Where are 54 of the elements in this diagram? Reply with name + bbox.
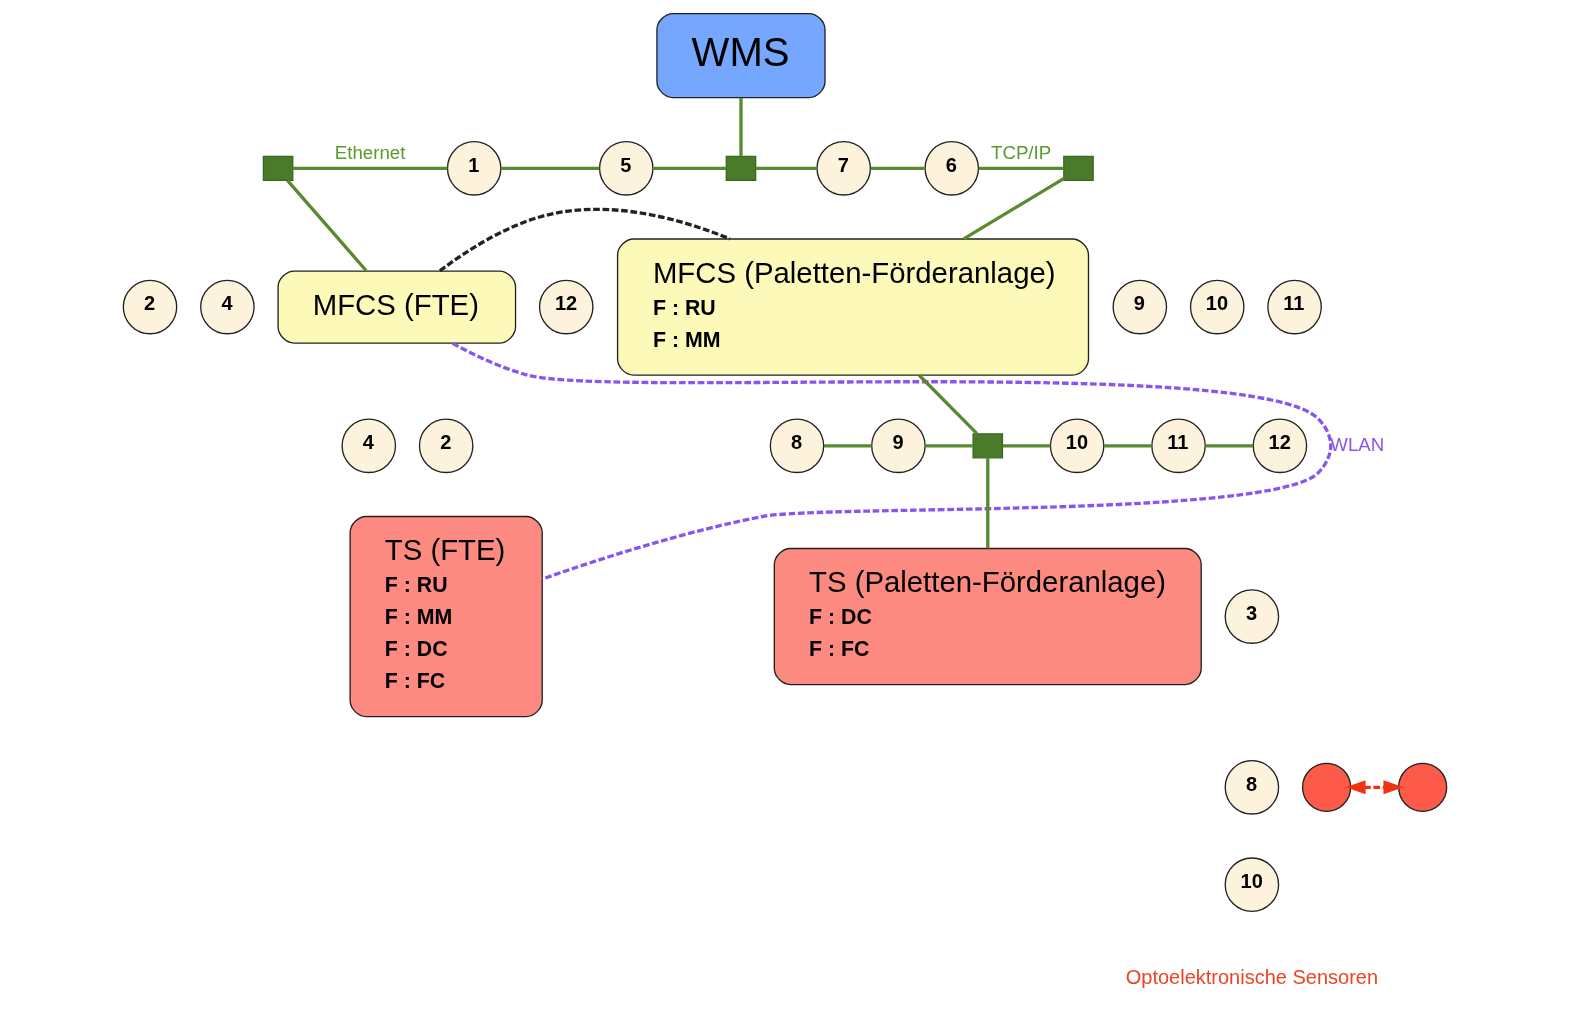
- connector: [652, 166, 726, 170]
- node-circle: 2: [122, 279, 177, 335]
- node-box: MFCS (Paletten-Förderanlage) F : RU F : MM: [616, 238, 1089, 376]
- node-box: TS (Paletten-Förderanlage) F : DC F : FC: [773, 547, 1202, 686]
- node-circle: [1301, 762, 1351, 812]
- node-circle: [1397, 762, 1447, 812]
- node-circle: 4: [340, 418, 396, 474]
- node-box: MFCS (FTE): [276, 270, 516, 344]
- connector: [451, 341, 1332, 581]
- node-circle: 11: [1150, 418, 1206, 474]
- node-circle: 5: [598, 141, 654, 196]
- node-circle: 2: [418, 418, 473, 474]
- connector: [438, 207, 730, 273]
- node-circle: 10: [1049, 418, 1104, 474]
- node-circle: 1: [446, 141, 502, 196]
- node-circle: 11: [1266, 279, 1322, 335]
- node-circle: 4: [199, 279, 255, 335]
- node-box: TS (FTE) F : RU F : MM F : DC F : FC: [348, 515, 543, 718]
- connector: [917, 374, 978, 435]
- connector: [285, 179, 367, 272]
- connector: [823, 444, 872, 448]
- edge-label: Ethernet: [334, 142, 405, 164]
- node-circle: 9: [870, 418, 926, 474]
- node-box: [1062, 155, 1094, 181]
- connector: [924, 444, 973, 448]
- connector: [500, 166, 599, 170]
- node-box: [971, 433, 1003, 459]
- node-box: [262, 155, 293, 181]
- node-circle: 7: [815, 141, 871, 196]
- node-circle: 10: [1224, 857, 1279, 913]
- node-circle: 12: [538, 279, 594, 335]
- node-circle: 8: [1224, 759, 1279, 815]
- edge-label: WLAN: [1329, 433, 1384, 455]
- node-circle: 6: [923, 141, 979, 196]
- label: Optoelektronische Sensoren: [1125, 966, 1378, 989]
- connector: [978, 166, 1064, 170]
- node-circle: 3: [1224, 589, 1279, 644]
- arrow: [1345, 780, 1403, 795]
- connector: [1103, 444, 1152, 448]
- connector: [755, 166, 817, 170]
- connector: [292, 166, 447, 170]
- node-circle: 8: [769, 418, 824, 474]
- node-box: WMS: [655, 12, 826, 99]
- connector: [870, 166, 924, 170]
- connector: [962, 177, 1065, 241]
- node-box: [725, 155, 756, 181]
- node-circle: 9: [1112, 279, 1167, 335]
- node-circle: 12: [1252, 418, 1307, 474]
- node-circle: 10: [1189, 279, 1245, 335]
- edge-label: TCP/IP: [990, 142, 1051, 164]
- connector: [738, 97, 743, 156]
- connector: [1204, 444, 1253, 448]
- connector: [985, 458, 989, 549]
- connector: [1002, 444, 1050, 448]
